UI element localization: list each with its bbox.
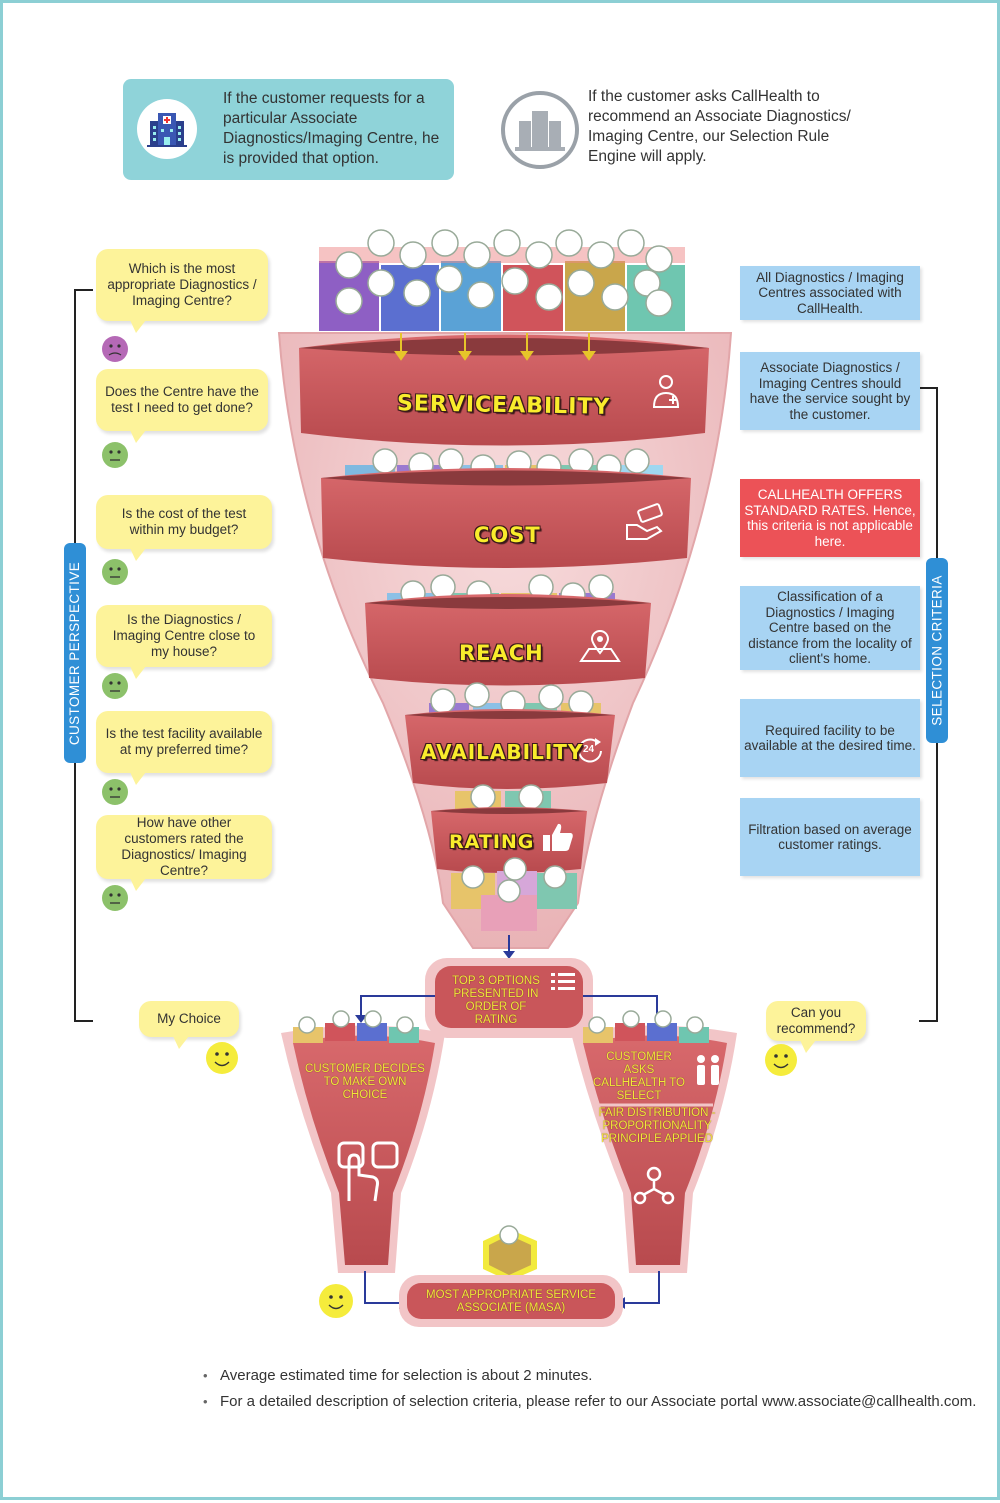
face-icons <box>102 336 797 1318</box>
money-hand-icon <box>623 503 667 543</box>
clock-24-icon: 24 <box>575 736 605 766</box>
network-icon <box>633 1165 675 1207</box>
note-item: For a detailed description of selection … <box>203 1393 976 1411</box>
customer-perspective-label: CUSTOMER PERSPECTIVE <box>64 543 86 763</box>
question-bubble: Is the cost of the test within my budget… <box>96 495 272 561</box>
can-you-recommend-bubble: Can you recommend? <box>766 1001 866 1053</box>
selection-criteria-label: SELECTION CRITERIA <box>926 558 948 743</box>
doctor-icon <box>649 373 683 411</box>
criteria-box: Required facility to be available at the… <box>740 699 920 777</box>
notes-list: Average estimated time for selection is … <box>203 1367 976 1419</box>
question-bubble: Does the Centre have the test I need to … <box>96 369 268 443</box>
left-branch-label: CUSTOMER DECIDES TO MAKE OWN CHOICE <box>305 1063 425 1101</box>
criteria-box: Associate Diagnostics / Imaging Centres … <box>740 352 920 430</box>
stage-cost: COST <box>474 523 541 547</box>
hospital-icon <box>137 99 197 159</box>
criteria-alert-box: CALLHEALTH OFFERS STANDARD RATES. Hence,… <box>740 479 920 557</box>
right-branch-label-1: CUSTOMER ASKS CALLHEALTH TO SELECT <box>592 1051 686 1102</box>
thumbs-up-icon <box>541 821 575 853</box>
top-options-label: TOP 3 OPTIONS PRESENTED IN ORDER OF RATI… <box>452 975 540 1026</box>
customer-request-box: If the customer requests for a particula… <box>123 79 454 180</box>
stage-reach: REACH <box>459 641 544 665</box>
note-item: Average estimated time for selection is … <box>203 1367 976 1385</box>
question-bubble: Is the test facility available at my pre… <box>96 711 272 785</box>
right-branch-label-2: FAIR DISTRIBUTION - PROPORTIONALITY PRIN… <box>598 1107 716 1145</box>
question-bubble: How have other customers rated the Diagn… <box>96 815 272 891</box>
result-label: MOST APPROPRIATE SERVICE ASSOCIATE (MASA… <box>426 1289 596 1314</box>
question-bubble: Is the Diagnostics / Imaging Centre clos… <box>96 605 272 679</box>
touch-select-icon <box>335 1139 401 1205</box>
criteria-box: Filtration based on average customer rat… <box>740 798 920 876</box>
map-pin-icon <box>579 629 621 665</box>
criteria-box: All Diagnostics / Imaging Centres associ… <box>740 266 920 320</box>
funnel-diagram <box>277 229 737 1327</box>
criteria-box: Classification of a Diagnostics / Imagin… <box>740 586 920 670</box>
list-icon <box>549 969 577 997</box>
question-bubble: Which is the most appropriate Diagnostic… <box>96 249 268 333</box>
recommend-text: If the customer asks CallHealth to recom… <box>588 88 851 165</box>
stage-rating: RATING <box>449 831 535 853</box>
customer-request-text: If the customer requests for a particula… <box>223 90 440 167</box>
face-icon <box>102 336 128 362</box>
my-choice-bubble: My Choice <box>139 1001 239 1049</box>
stage-availability: AVAILABILITY <box>421 740 584 764</box>
people-icon <box>693 1053 723 1089</box>
buildings-icon <box>501 91 579 169</box>
